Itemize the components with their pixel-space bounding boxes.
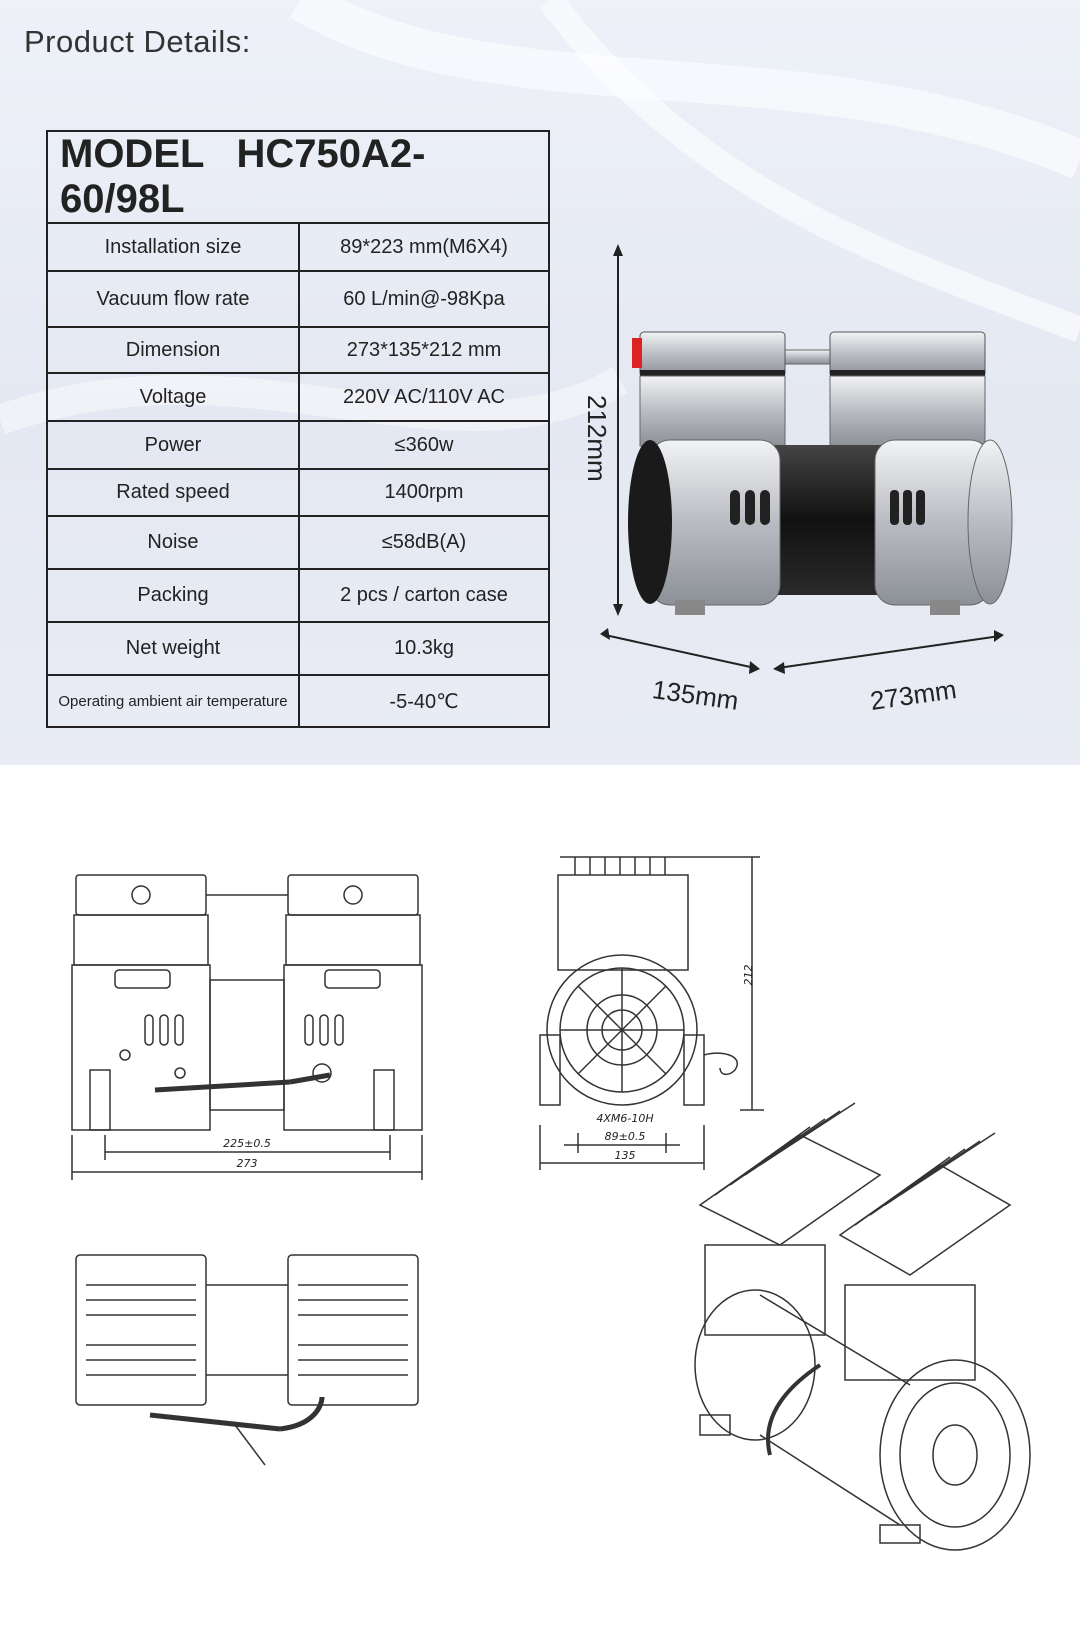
row-label: Power [46, 420, 300, 470]
top-view-drawing [75, 1254, 419, 1466]
table-row: Noise≤58dB(A) [46, 515, 550, 570]
model-value: HC750A2-60/98L [60, 132, 426, 221]
row-value: 2 pcs / carton case [298, 568, 550, 623]
front-view-drawing [71, 874, 423, 1180]
table-row: Operating ambient air temperature-5-40℃ [46, 674, 550, 728]
row-value: -5-40℃ [298, 674, 550, 728]
row-label: Net weight [46, 621, 300, 676]
row-value: ≤360w [298, 420, 550, 470]
technical-drawings: 225±0.5 273 [0, 765, 1080, 1630]
row-label: Voltage [46, 372, 300, 422]
table-row: Power≤360w [46, 420, 550, 470]
row-label: Vacuum flow rate [46, 270, 300, 328]
height-dimension-label: 212mm [582, 395, 612, 482]
row-value: ≤58dB(A) [298, 515, 550, 570]
page-title: Product Details: [24, 24, 251, 59]
front-inner-dimension: 225±0.5 [223, 1137, 271, 1150]
side-inner-dimension: 89±0.5 [605, 1130, 646, 1143]
row-value: 89*223 mm(M6X4) [298, 222, 550, 272]
row-label: Packing [46, 568, 300, 623]
side-height-dimension: 212 [742, 965, 755, 986]
row-label: Operating ambient air temperature [46, 674, 300, 728]
model-label: MODEL [60, 132, 205, 176]
row-label: Installation size [46, 222, 300, 272]
isometric-drawing [694, 1102, 1031, 1551]
side-outer-dimension: 135 [615, 1149, 636, 1162]
row-value: 220V AC/110V AC [298, 372, 550, 422]
side-bolt-spec: 4XM6-10H [596, 1112, 653, 1125]
row-value: 60 L/min@-98Kpa [298, 270, 550, 328]
row-value: 10.3kg [298, 621, 550, 676]
row-label: Rated speed [46, 468, 300, 517]
product-photo [600, 244, 1013, 674]
front-outer-dimension: 273 [237, 1157, 258, 1170]
row-label: Noise [46, 515, 300, 570]
row-value: 1400rpm [298, 468, 550, 517]
row-label: Dimension [46, 326, 300, 374]
side-view-drawing [539, 856, 764, 1170]
row-value: 273*135*212 mm [298, 326, 550, 374]
